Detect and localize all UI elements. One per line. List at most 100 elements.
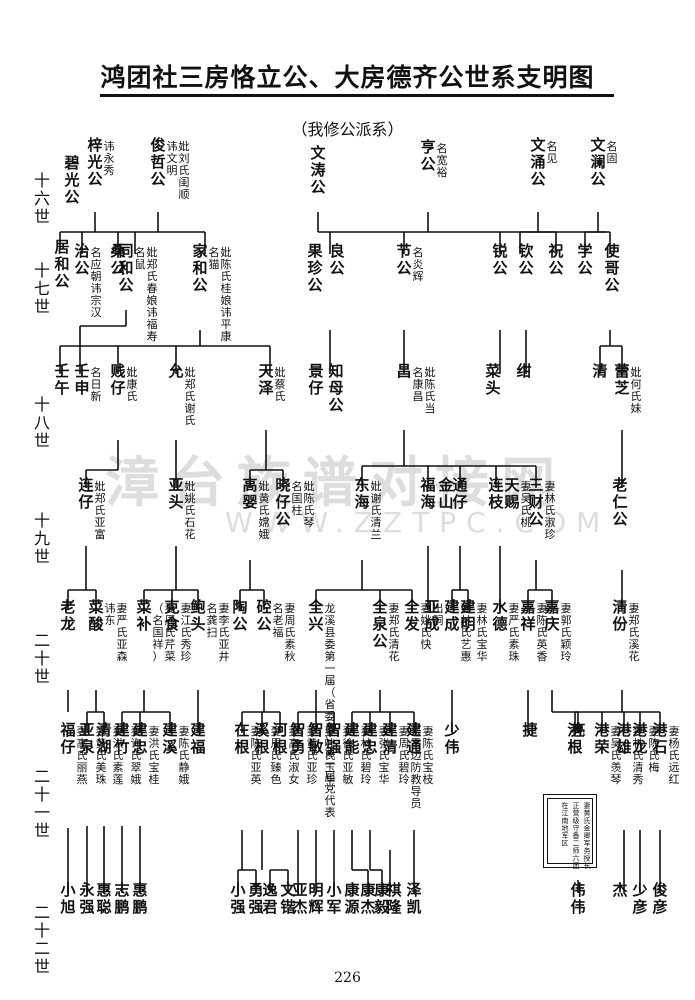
person-note: 名 xyxy=(607,139,618,153)
person-note: 氏 xyxy=(185,414,196,427)
person-note: 氏 xyxy=(221,270,232,283)
military-note-char: 务 xyxy=(584,846,591,855)
person-note: 教 xyxy=(411,773,422,786)
person-note: 霄 xyxy=(411,737,422,750)
person-name: 澜 xyxy=(590,153,605,171)
person-note: 县 xyxy=(325,626,336,639)
person-name: 彦 xyxy=(632,898,647,916)
person-note: 氏 xyxy=(389,626,400,639)
person-note: 妣 xyxy=(147,245,158,259)
person-note: 娘 xyxy=(221,293,232,307)
person-note: 妣 xyxy=(631,365,642,379)
page-subtitle: （我修公派系） xyxy=(291,120,404,139)
person-note: ） xyxy=(153,650,164,663)
person-note: 李 xyxy=(219,613,230,627)
person-note: 宗 xyxy=(91,293,102,307)
person-note: 何 xyxy=(631,378,642,391)
person-note: 吴 xyxy=(611,737,622,750)
generation-label: 十九世 xyxy=(31,512,50,566)
person-note: 氏 xyxy=(131,749,142,762)
person-note: 氏 xyxy=(633,749,644,762)
person-note: 周 xyxy=(399,737,410,750)
military-note-char: 南 xyxy=(562,816,569,825)
person-note: 秋 xyxy=(285,649,296,663)
person-note: 康 xyxy=(127,377,138,391)
person-note: 妣 xyxy=(185,365,196,379)
person-note: 妹 xyxy=(631,402,642,415)
person-note: 碧 xyxy=(399,761,410,774)
person-note: 名 xyxy=(207,601,218,615)
person-name: 公 xyxy=(87,170,102,188)
person-name: 忠 xyxy=(132,738,147,756)
person-note: 氏 xyxy=(127,390,138,403)
person-note: 宽 xyxy=(437,153,448,167)
person-name: 发 xyxy=(403,615,420,633)
person-name: 光 xyxy=(63,171,79,189)
person-note: 珠 xyxy=(96,772,107,786)
person-name: 兴 xyxy=(308,615,323,633)
person-note: 井 xyxy=(219,649,230,663)
person-note: 溪 xyxy=(629,638,640,651)
generation-label: 二十二世 xyxy=(31,904,50,976)
person-note: 委 xyxy=(325,638,336,651)
person-note: 氏 xyxy=(509,626,520,639)
person-note: 妣 xyxy=(259,479,270,493)
person-name: 毅 xyxy=(373,898,390,916)
person-note: 氏 xyxy=(649,749,660,762)
person-note: 林 xyxy=(545,491,556,505)
person-note: 名 xyxy=(413,365,424,379)
person-note: 氏 xyxy=(371,504,382,517)
person-name: 公 xyxy=(275,510,290,528)
person-note: 妻 xyxy=(399,725,410,738)
person-note: 林 xyxy=(477,613,488,627)
person-note: 讳 xyxy=(167,140,178,153)
watermark: 漳台族谱对接网 xyxy=(105,451,567,514)
person-note: 氏 xyxy=(95,504,106,517)
military-note-char: 军 xyxy=(562,832,569,840)
person-note: 明 xyxy=(167,164,178,177)
person-note: 娥 xyxy=(131,773,142,786)
person-name: 公 xyxy=(604,276,619,294)
person-note: 亚 xyxy=(95,516,106,529)
military-note-char: 六 xyxy=(573,854,580,863)
person-note: 朝 xyxy=(91,270,102,283)
person-note: 洪 xyxy=(149,736,160,750)
person-note: 枝 xyxy=(423,772,434,786)
person-note: 氏 xyxy=(631,390,642,403)
person-name: 凯 xyxy=(406,898,421,916)
person-note: 氏 xyxy=(425,390,436,403)
person-name: 祺 xyxy=(385,881,401,899)
person-note: 氏 xyxy=(96,749,107,762)
person-note: 妻 xyxy=(219,602,230,615)
person-name: 公 xyxy=(54,272,69,290)
person-note: 妻 xyxy=(181,602,192,615)
person-name: 庆 xyxy=(544,615,559,633)
person-note: 石 xyxy=(185,516,196,529)
person-note: 静 xyxy=(179,760,190,774)
person-name: 钦 xyxy=(518,242,533,260)
military-note-char: 江 xyxy=(562,810,569,818)
person-note: 徐 xyxy=(343,736,354,750)
person-note: 康 xyxy=(221,329,232,343)
person-name: 和 xyxy=(54,255,69,273)
person-note: 名 xyxy=(135,245,146,259)
person-name: 碧 xyxy=(63,154,79,172)
person-note: 高 xyxy=(289,736,300,750)
person-note: 珍 xyxy=(181,650,192,663)
person-name: 康 xyxy=(344,881,360,899)
person-name: 使 xyxy=(603,242,620,260)
person-note: 富 xyxy=(95,527,106,541)
person-note: 谢 xyxy=(185,401,196,415)
military-note-box xyxy=(543,794,597,868)
person-note: 扫 xyxy=(207,626,218,639)
person-note: 氏 xyxy=(113,749,124,762)
person-note: 嗣 xyxy=(433,614,444,627)
person-name: 泉 xyxy=(371,615,388,633)
person-note: 氏 xyxy=(219,626,230,639)
person-name: 金 xyxy=(437,476,454,494)
military-note-char: 级 xyxy=(573,816,580,825)
person-name: 食 xyxy=(164,615,180,633)
person-name: 仔 xyxy=(308,379,323,397)
person-name: 勇 xyxy=(290,738,305,756)
